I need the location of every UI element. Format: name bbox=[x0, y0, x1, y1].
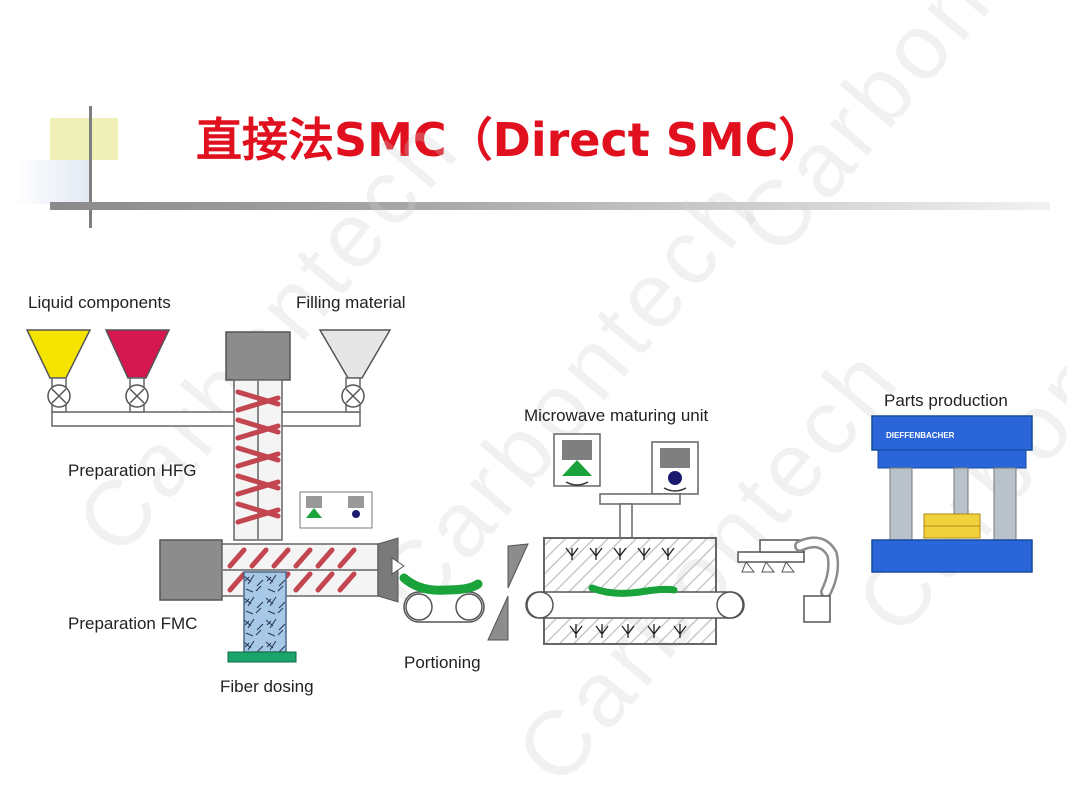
cutter-lower bbox=[487, 595, 509, 641]
small-microwave-preview bbox=[299, 491, 373, 529]
label-preparation-hfg: Preparation HFG bbox=[68, 461, 197, 480]
valve-yellow bbox=[47, 384, 71, 408]
valve-red bbox=[125, 384, 149, 408]
valve-filling bbox=[341, 384, 365, 408]
hopper-yellow bbox=[25, 329, 92, 379]
hopper-red bbox=[104, 329, 171, 379]
label-liquid-components: Liquid components bbox=[28, 293, 171, 312]
hopper-filling bbox=[318, 329, 392, 379]
svg-text:Carbontech: Carbontech bbox=[717, 0, 1067, 273]
cutter-upper bbox=[507, 543, 529, 589]
fiber-dosing-unit bbox=[227, 571, 297, 663]
title-vertical-line bbox=[89, 106, 92, 228]
label-filling-material: Filling material bbox=[296, 293, 406, 312]
deco-square-blue bbox=[14, 160, 92, 204]
label-parts-production: Parts production bbox=[884, 391, 1008, 410]
deco-square-yellow bbox=[50, 118, 118, 160]
portioning-conveyor bbox=[399, 573, 485, 623]
label-microwave-maturing-unit: Microwave maturing unit bbox=[524, 406, 709, 425]
microwave-maturing-unit bbox=[525, 433, 745, 645]
page-title: 直接法SMC（Direct SMC） bbox=[196, 113, 825, 167]
dieffenbacher-press: DIEFFENBACHER bbox=[871, 415, 1033, 573]
hfg-mixer bbox=[225, 331, 291, 541]
robot-arm bbox=[737, 536, 840, 623]
label-fiber-dosing: Fiber dosing bbox=[220, 677, 314, 696]
label-portioning: Portioning bbox=[404, 653, 481, 672]
press-brand-label: DIEFFENBACHER bbox=[886, 431, 955, 440]
label-preparation-fmc: Preparation FMC bbox=[68, 614, 197, 633]
title-underline bbox=[50, 202, 1050, 210]
